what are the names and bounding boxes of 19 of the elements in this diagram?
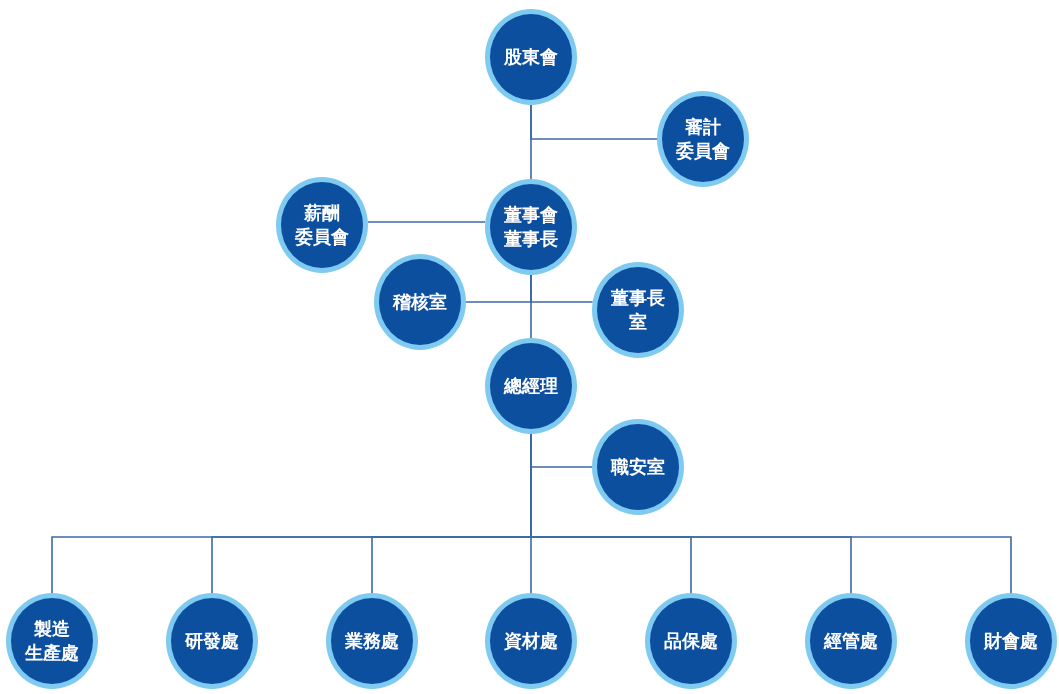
node-label: 職安室 [611, 455, 665, 479]
node-label: 資材處 [504, 629, 558, 653]
node-label: 審計委員會 [676, 115, 730, 163]
node-label: 董事長 [504, 227, 558, 251]
node-label: 研發處 [185, 629, 239, 653]
connector-line [530, 104, 658, 140]
node-label: 董事會 [504, 203, 558, 227]
node-label: 品保處 [664, 629, 718, 653]
node-label: 股東會 [504, 45, 558, 69]
node-label: 業務處 [345, 629, 399, 653]
connector-line [367, 221, 487, 223]
node-label: 薪酬委員會 [295, 201, 349, 249]
node-label: 董事長室 [611, 286, 665, 334]
node-label: 總經理 [504, 374, 558, 398]
node-label: 財會處 [984, 629, 1038, 653]
connector-line [530, 274, 594, 303]
node-label: 稽核室 [393, 290, 447, 314]
node-label: 經管處 [824, 629, 878, 653]
node-label: 製造生產處 [25, 617, 79, 665]
